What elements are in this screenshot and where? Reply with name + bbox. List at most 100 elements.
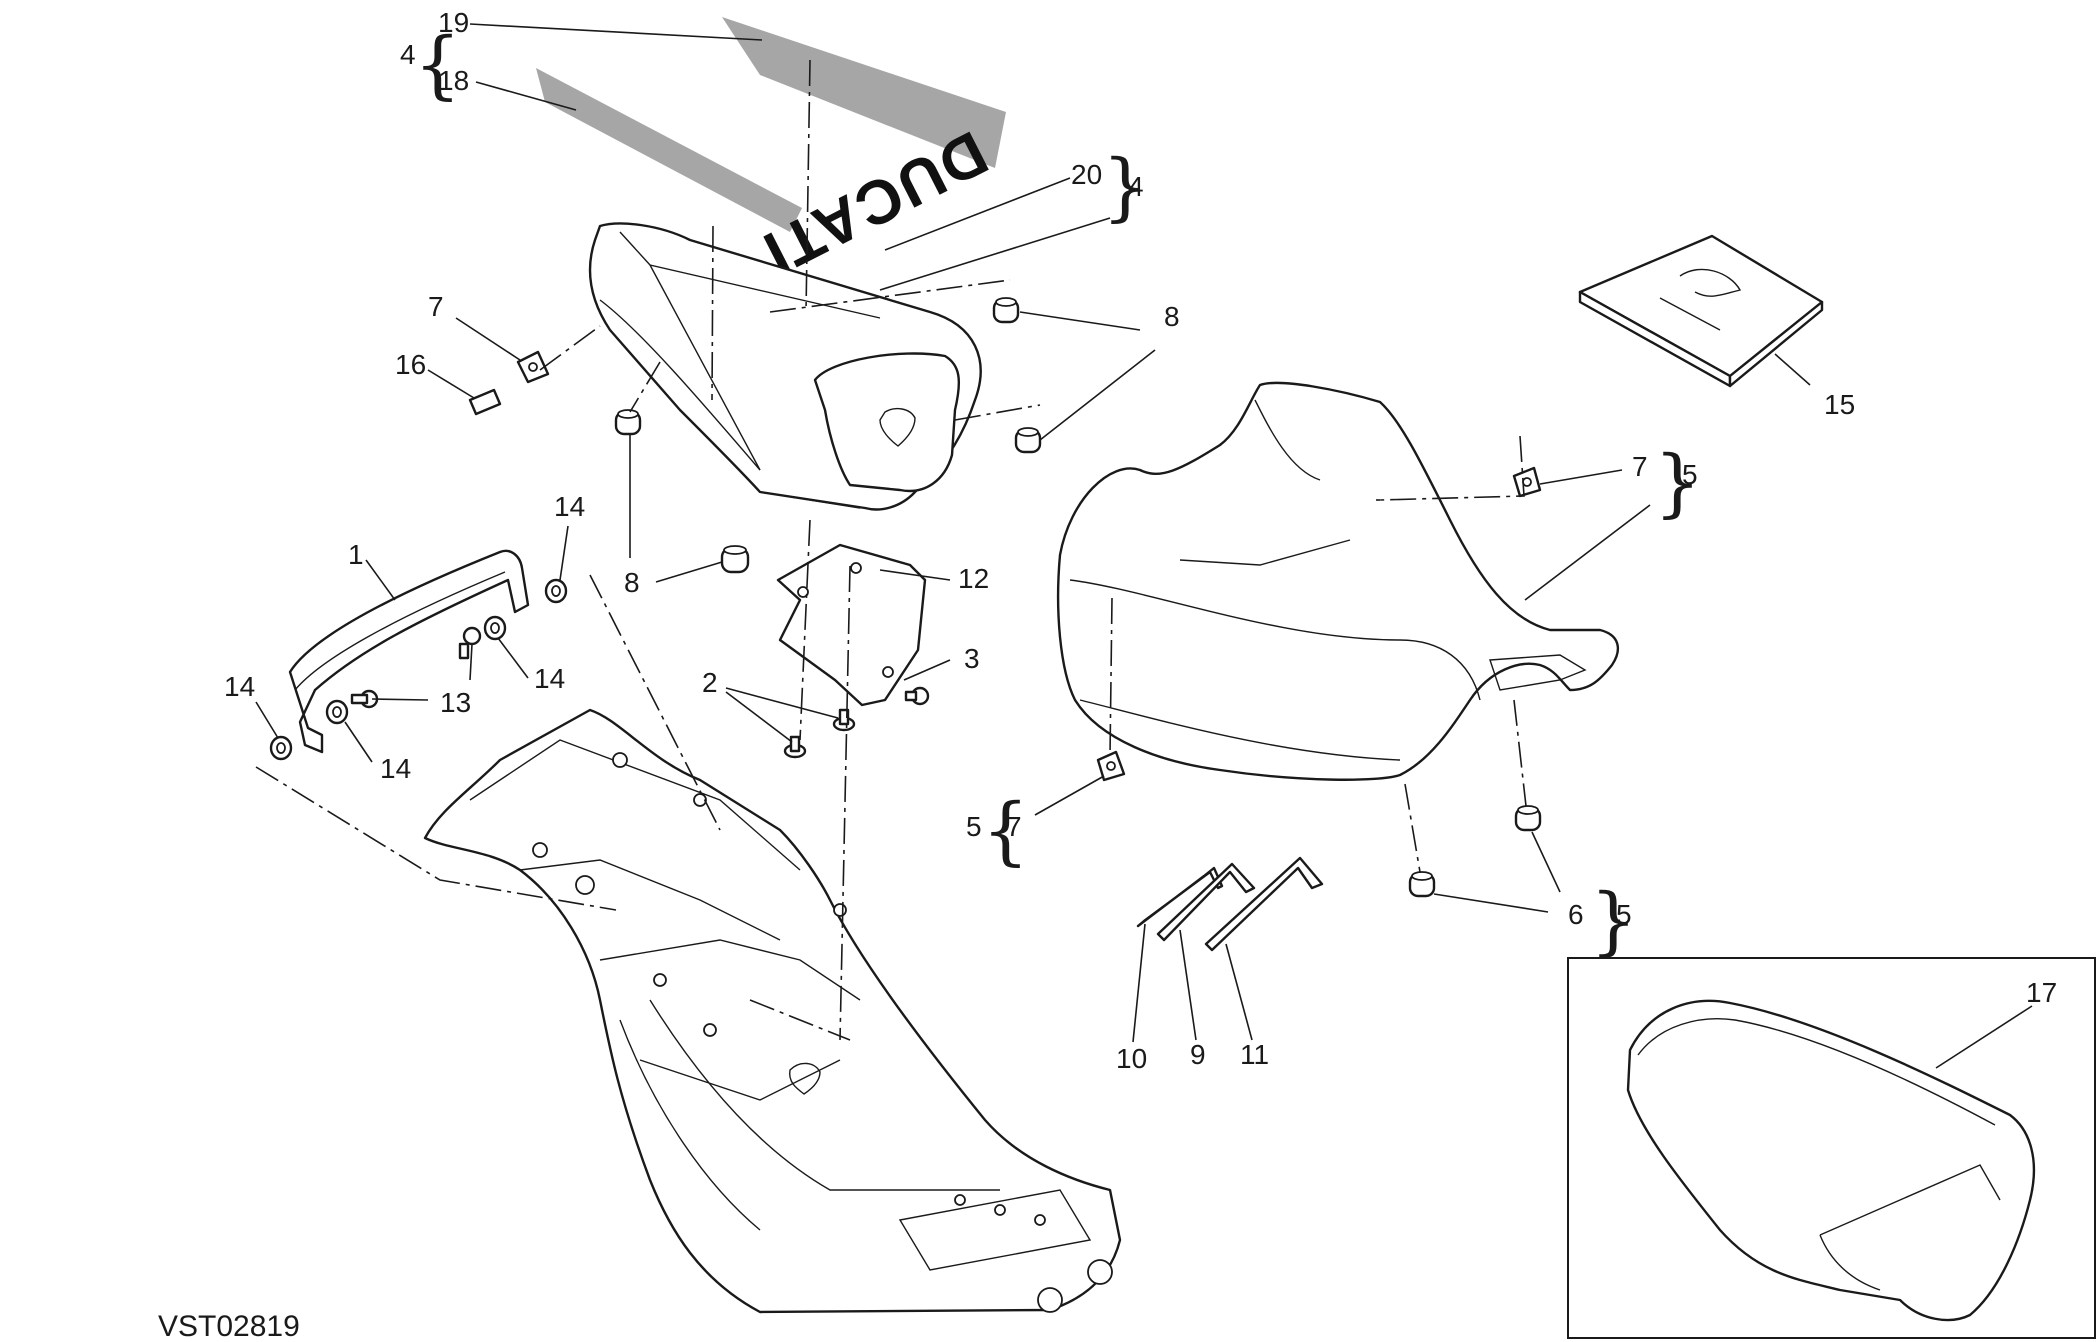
assembly-line-9 xyxy=(589,574,721,831)
callout-8-left: 8 xyxy=(624,567,640,598)
callout-10: 10 xyxy=(1116,1043,1147,1074)
brace-5-top: } xyxy=(1654,440,1701,526)
leader-12 xyxy=(879,569,951,581)
bracket-plate-12 xyxy=(776,543,927,707)
grommet-8-b xyxy=(1014,427,1042,454)
callout-13: 13 xyxy=(440,687,471,718)
allen-key-9 xyxy=(1156,862,1256,942)
callout-4-right: 4 xyxy=(1128,171,1144,202)
leader-16 xyxy=(427,369,475,399)
pad-16 xyxy=(468,388,502,416)
leader-13 xyxy=(371,698,429,701)
leader-20 xyxy=(884,177,1071,251)
owners-manual-15 xyxy=(1578,234,1824,388)
callout-7-b: 7 xyxy=(1632,451,1648,482)
assembly-line-5 xyxy=(539,325,601,371)
speed-nut-7-a xyxy=(516,350,550,384)
leader-14b xyxy=(497,637,529,679)
callout-8-right: 8 xyxy=(1164,301,1180,332)
rider-seat xyxy=(1056,381,1620,781)
assembly-line-12 xyxy=(1379,435,1525,501)
screw-13-b xyxy=(458,626,482,660)
leader-14d xyxy=(255,701,279,739)
callout-7-c: 7 xyxy=(1006,811,1022,842)
leader-8b xyxy=(1039,349,1156,441)
callout-4-top: 4 xyxy=(400,39,416,70)
leader-7b xyxy=(1539,469,1623,485)
leader-15 xyxy=(1774,353,1811,386)
leader-8d xyxy=(655,561,723,583)
callout-9: 9 xyxy=(1190,1039,1206,1070)
ducati-shield-logo-icon xyxy=(879,407,916,447)
grommet-8-d xyxy=(720,545,750,574)
rear-subframe xyxy=(423,708,1122,1314)
leader-7c xyxy=(1034,775,1105,816)
screw-13 xyxy=(350,689,379,709)
screw-2-a xyxy=(832,708,856,732)
callout-17: 17 xyxy=(2026,977,2057,1008)
callout-12: 12 xyxy=(958,563,989,594)
leader-20b xyxy=(879,217,1111,291)
decal-stripe-18 xyxy=(536,68,802,232)
leader-10 xyxy=(1132,923,1146,1043)
grommet-8-a xyxy=(992,297,1020,324)
speed-nut-7-c xyxy=(1096,750,1126,782)
brace-5-bottom: } xyxy=(1590,878,1637,964)
callout-2: 2 xyxy=(702,667,718,698)
callout-11: 11 xyxy=(1240,1039,1269,1070)
leader-3 xyxy=(903,659,951,681)
assembly-line-1 xyxy=(805,59,811,313)
callout-16: 16 xyxy=(395,349,426,380)
speed-nut-7-b xyxy=(1512,466,1542,498)
leader-8a xyxy=(1019,311,1141,331)
screw-2-b xyxy=(783,735,807,759)
assembly-line-7 xyxy=(799,519,811,741)
leader-11 xyxy=(1225,943,1253,1041)
assembly-line-8 xyxy=(839,565,851,1041)
leader-17 xyxy=(1935,1005,2033,1069)
washer-14-d xyxy=(269,735,293,761)
callout-3: 3 xyxy=(964,643,980,674)
washer-14-a xyxy=(544,578,568,604)
assembly-line-6 xyxy=(629,361,661,413)
leader-18 xyxy=(475,81,577,111)
callout-5-left: 5 xyxy=(966,811,982,842)
callout-15: 15 xyxy=(1824,389,1855,420)
grommet-8-c xyxy=(614,409,642,436)
callout-14-top: 14 xyxy=(554,491,585,522)
callout-19: 19 xyxy=(438,7,469,38)
callout-18: 18 xyxy=(438,65,469,96)
solo-seat-cover-17 xyxy=(1626,999,2036,1322)
callout-14-mid: 14 xyxy=(534,663,565,694)
grab-handle-1 xyxy=(288,549,530,754)
leader-1 xyxy=(365,559,396,601)
callout-7-a: 7 xyxy=(428,291,444,322)
leader-7a xyxy=(455,317,521,361)
callout-1: 1 xyxy=(348,539,364,570)
callout-20: 20 xyxy=(1071,159,1102,190)
decal-stripe-19 xyxy=(722,17,1006,168)
brace-4-top: { xyxy=(414,22,461,108)
assembly-line-15 xyxy=(1513,699,1527,807)
screw-3 xyxy=(904,686,930,706)
rear-seat-cowl xyxy=(588,222,982,511)
callout-5-top: 5 xyxy=(1682,459,1698,490)
leader-2b xyxy=(725,691,793,743)
leader-5a xyxy=(1524,504,1651,601)
leader-6b xyxy=(1433,893,1549,913)
callout-14-bottom: 14 xyxy=(380,753,411,784)
assembly-line-16 xyxy=(1404,783,1421,873)
brace-5-left: { xyxy=(982,788,1029,874)
callout-14-left: 14 xyxy=(224,671,255,702)
assembly-line-3 xyxy=(769,279,1011,313)
assembly-line-2 xyxy=(711,225,714,401)
leader-6a xyxy=(1531,831,1561,893)
grommet-6-a xyxy=(1514,805,1542,832)
allen-key-11 xyxy=(1204,856,1324,952)
assembly-line-10 xyxy=(255,766,617,911)
assembly-line-11 xyxy=(749,999,851,1041)
assembly-line-4 xyxy=(954,404,1041,421)
callout-5-bottom: 5 xyxy=(1616,899,1632,930)
washer-14-c xyxy=(325,699,349,725)
